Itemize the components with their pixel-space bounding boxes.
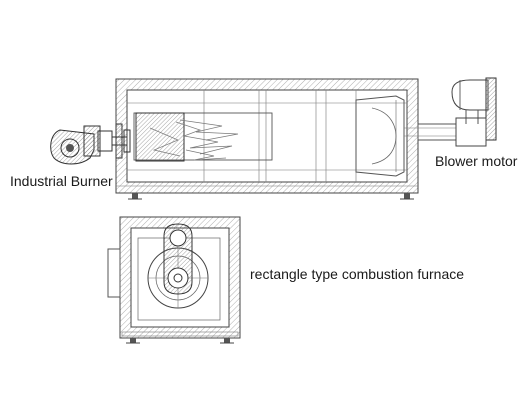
furnace-type-label: rectangle type combustion furnace [250, 266, 465, 282]
blower-motor-label: Blower motor [435, 153, 518, 169]
furnace-front-view [107, 216, 241, 344]
support-foot [224, 338, 230, 343]
side-door [107, 248, 121, 298]
flame-marks [149, 119, 239, 161]
blower-housing [355, 95, 405, 177]
burner-port-block [135, 112, 185, 162]
industrial-burner [50, 123, 131, 165]
support-foot [130, 338, 136, 343]
blower-motor [404, 77, 497, 147]
combustion-tube [133, 112, 273, 161]
support-foot [404, 193, 410, 199]
furnace-side-view [115, 78, 419, 200]
industrial-burner-label: Industrial Burner [10, 173, 113, 189]
support-foot [132, 193, 138, 199]
front-shell-insulation [119, 216, 241, 339]
